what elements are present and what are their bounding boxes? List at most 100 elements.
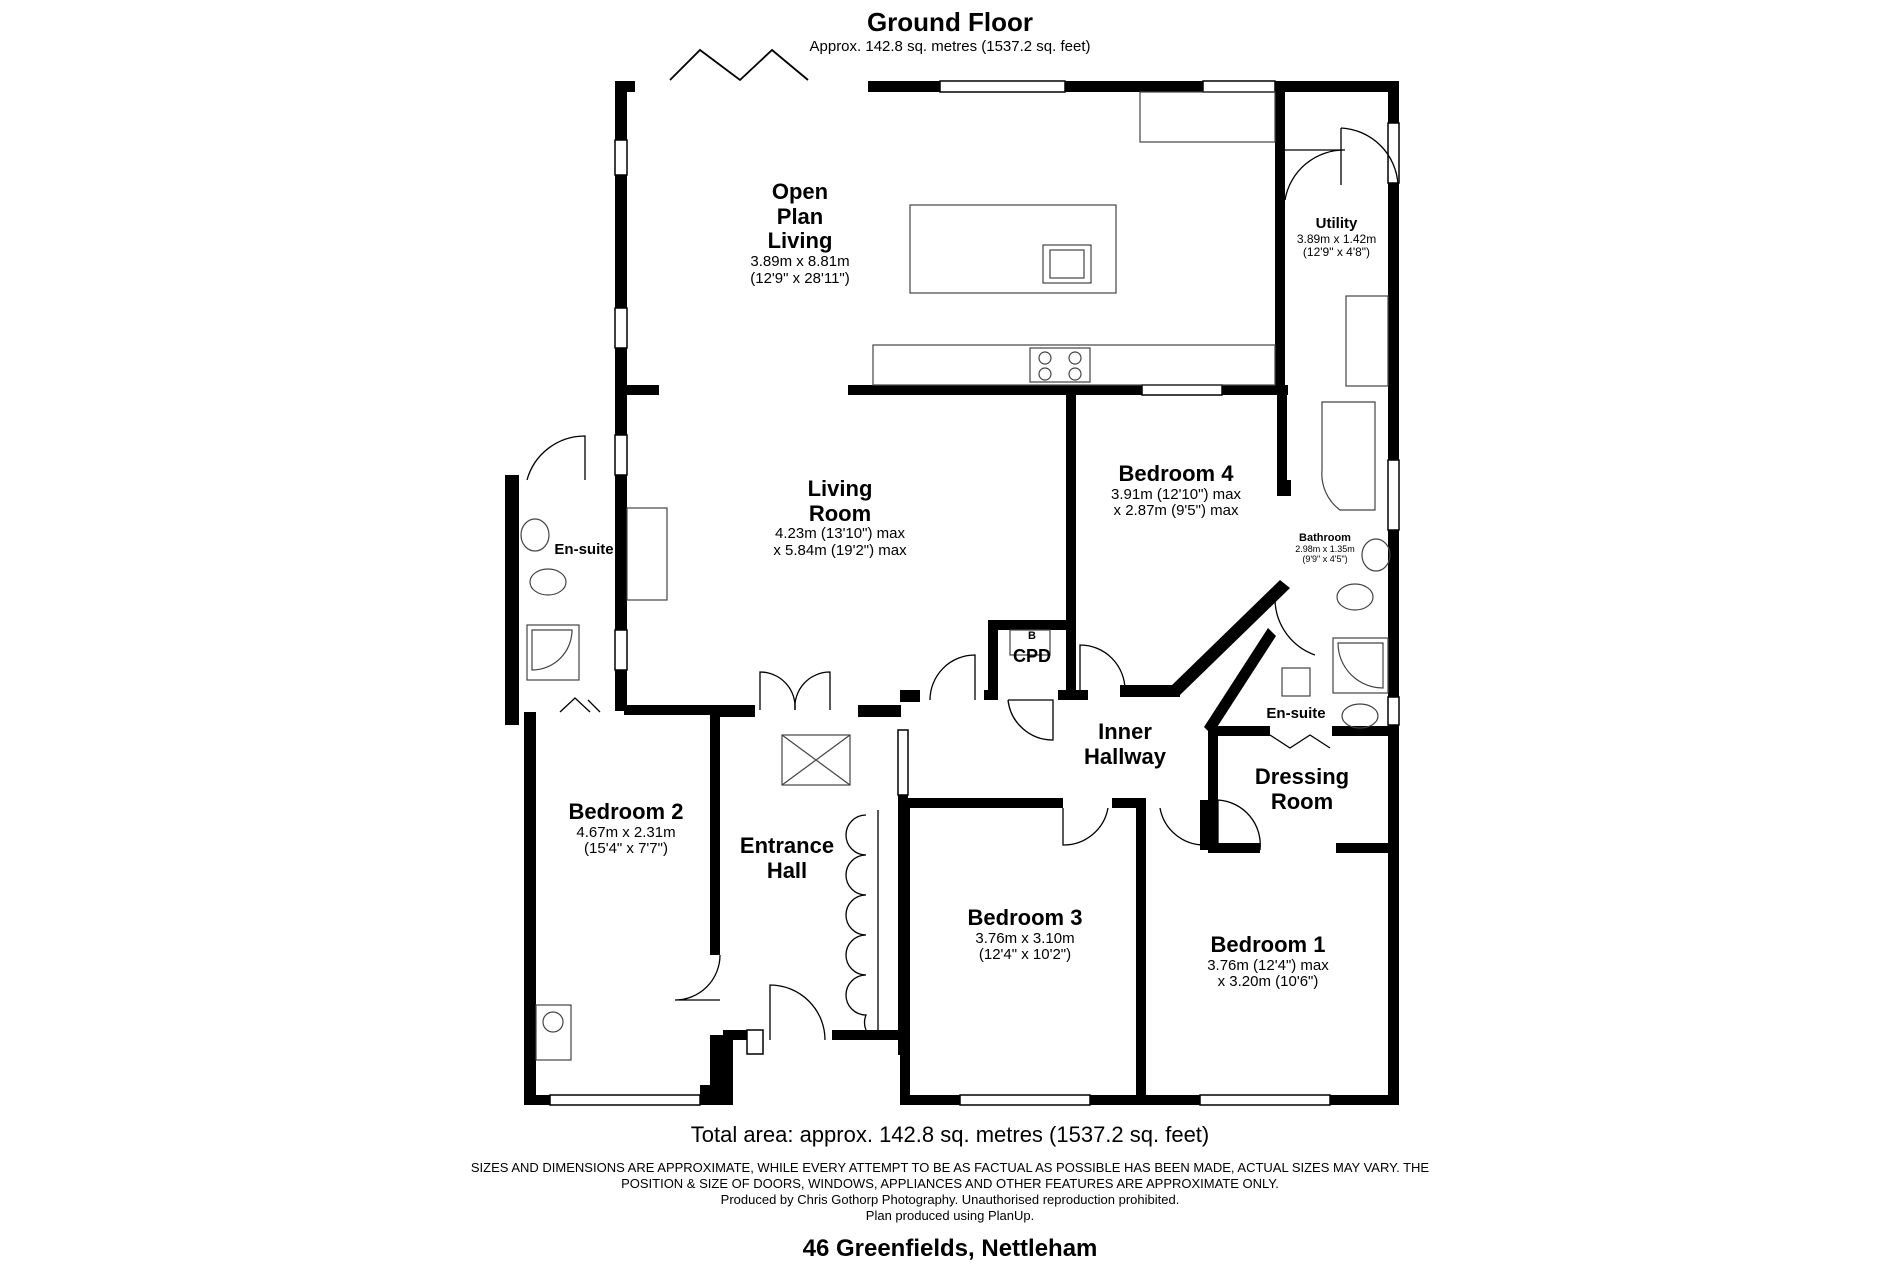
wall-bed2-left — [524, 712, 536, 1105]
plan-title: Ground Floor — [866, 7, 1034, 37]
room-dim1: 4.67m x 2.31m — [576, 823, 676, 841]
wall-bed3-right — [1136, 798, 1146, 1105]
room-bedroom2: Bedroom 2 4.67m x 2.31m (15'4" x 7'7") — [536, 799, 716, 858]
room-inner-hallway: Inner Hallway — [1060, 719, 1190, 769]
room-name: Entrance Hall — [739, 833, 835, 883]
room-living: Living Room 4.23m (13'10") max x 5.84m (… — [720, 476, 960, 560]
door-bath — [1274, 599, 1316, 656]
room-bedroom1: Bedroom 1 3.76m (12'4") max x 3.20m (10'… — [1150, 932, 1386, 991]
room-dim2: x 2.87m (9'5") max — [1113, 502, 1239, 520]
fixtures — [520, 91, 1391, 1061]
ensuite-left-shower — [526, 624, 580, 681]
wall-bed3-top-l — [900, 798, 1063, 808]
hob-ring-1 — [1038, 351, 1052, 365]
window-left-2 — [614, 307, 628, 349]
plan-subtitle: Approx. 142.8 sq. metres (1537.2 sq. fee… — [809, 38, 1091, 55]
wall-ensuite-r-bottom — [1208, 726, 1270, 736]
window-front — [746, 1029, 764, 1055]
window-left-1 — [614, 139, 628, 176]
hob-ring-3 — [1038, 367, 1052, 381]
room-dim2: x 3.20m (10'6") — [1217, 973, 1319, 991]
wall-bed4-bottom-stub — [1058, 690, 1088, 700]
doors — [526, 48, 1399, 1041]
window-top-1 — [939, 80, 1066, 93]
room-dim2: (12'9" x 28'11") — [750, 269, 850, 287]
door-ensuite-left — [526, 435, 586, 481]
wall-right-outer — [1388, 81, 1399, 1105]
kitchen-island — [909, 204, 1117, 294]
room-name: En-suite — [554, 541, 614, 558]
window-utility — [1387, 122, 1400, 184]
room-name: Bedroom 4 — [1118, 461, 1234, 486]
door-utility — [1340, 127, 1399, 186]
wall-bottom-bed3 — [900, 1095, 960, 1105]
room-dim2: x 5.84m (19'2") max — [773, 542, 907, 560]
room-name: Bedroom 2 — [568, 799, 684, 824]
door-bed4 — [1079, 644, 1126, 691]
door-bed1 — [1159, 807, 1206, 846]
wall-kitchen-living — [848, 385, 1288, 395]
door-cpd — [1007, 699, 1054, 741]
wall-hall-right-top — [900, 690, 920, 702]
wardrobe-doors — [845, 814, 867, 1031]
wall-dressing-bottom-r — [1336, 843, 1392, 853]
property-address: 46 Greenfields, Nettleham — [802, 1235, 1098, 1262]
bifold-door — [669, 48, 809, 82]
window-top-2 — [1202, 80, 1276, 93]
ensuite-left-wc — [529, 568, 567, 596]
wall-left-open-plan — [615, 81, 627, 711]
door-hallway-l — [929, 654, 976, 701]
room-dim2: (12'9" x 4'8") — [1302, 245, 1371, 260]
skylight — [781, 734, 851, 786]
wall-dressing-left — [1208, 730, 1218, 850]
room-name: Open Plan Living — [767, 179, 833, 254]
wall-bed2-right — [710, 715, 720, 955]
wall-bed4-bottom — [1120, 685, 1180, 697]
door-ensuite-r — [1269, 734, 1331, 749]
room-name: Living Room — [807, 476, 873, 526]
wall-dressing-bottom-l — [1208, 843, 1260, 853]
wall-cpd-stub — [984, 690, 998, 700]
wall-bed4-left — [1066, 395, 1076, 700]
wall-hall-bottom-l — [723, 1030, 761, 1040]
wall-bottom-bed3-r — [1090, 1095, 1200, 1105]
credit-line: Plan produced using PlanUp. — [865, 1208, 1035, 1223]
wall-bed3-left — [900, 798, 910, 1105]
wall-ensuite-left-outer — [505, 475, 519, 725]
door-bed2 — [559, 697, 601, 713]
room-name: CPD — [1012, 646, 1051, 667]
wall-bed2-top — [624, 705, 720, 715]
wall-bed4-diagonal — [1170, 580, 1290, 695]
fireplace — [626, 507, 668, 601]
room-dim1: 4.23m (13'10") max — [775, 525, 905, 543]
boiler-label: B — [1028, 630, 1036, 642]
room-bedroom3: Bedroom 3 3.76m x 3.10m (12'4" x 10'2") — [920, 905, 1130, 964]
door-utility-inner — [1284, 149, 1346, 201]
hob — [1029, 347, 1091, 383]
room-name: En-suite — [1266, 705, 1326, 722]
hob-ring-4 — [1068, 367, 1082, 381]
wall-bath-stub — [1277, 480, 1291, 496]
room-entrance-hall: Entrance Hall — [722, 833, 852, 883]
bed2-sink — [535, 1004, 572, 1061]
room-dim1: 3.89m x 1.42m — [1296, 231, 1377, 246]
disclaimer-line: SIZES AND DIMENSIONS ARE APPROXIMATE, WH… — [470, 1160, 1430, 1175]
window-left-3 — [614, 434, 628, 476]
kitchen-worktop — [872, 344, 1276, 386]
room-open-plan: Open Plan Living 3.89m x 8.81m (12'9" x … — [700, 179, 900, 287]
cpd-boiler — [1009, 629, 1051, 656]
room-bathroom: Bathroom 2.98m x 1.35m (9'9" x 4'5") — [1285, 532, 1365, 564]
door-living-french-l — [759, 671, 796, 711]
door-bed3 — [1062, 807, 1109, 846]
bath — [1321, 401, 1376, 511]
ensuite-r-basin — [1281, 667, 1311, 697]
room-utility: Utility 3.89m x 1.42m (12'9" x 4'8") — [1285, 215, 1388, 260]
window-ensuite-left — [614, 629, 628, 671]
room-ensuite-left: En-suite — [548, 541, 620, 559]
window-bed3 — [959, 1094, 1091, 1106]
room-name: Bedroom 1 — [1210, 932, 1326, 957]
wall-hall-top-l — [720, 705, 755, 717]
room-dim1: 3.91m (12'10") max — [1111, 485, 1241, 503]
hob-ring-2 — [1068, 351, 1082, 365]
disclaimer-line: POSITION & SIZE OF DOORS, WINDOWS, APPLI… — [621, 1176, 1279, 1191]
